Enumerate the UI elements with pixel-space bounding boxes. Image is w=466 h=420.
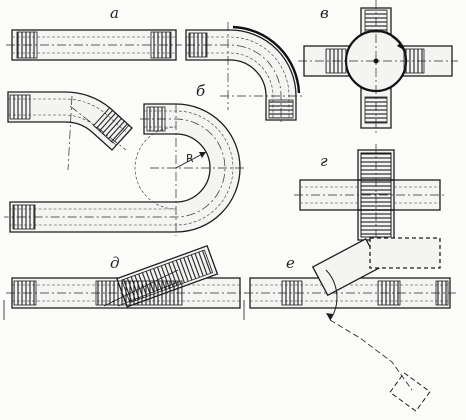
radius-label: R	[186, 152, 194, 165]
corrugated-end	[268, 99, 294, 119]
panel-v-cross-joint	[298, 0, 458, 134]
panel-b-90-degree-bend	[185, 22, 304, 124]
panel-b-u-bend	[4, 103, 246, 236]
angled-bend-body	[7, 91, 133, 151]
panel-label-e: е	[286, 254, 295, 272]
panel-angled-bend	[7, 91, 133, 171]
panel-g-cross-sleeve	[294, 144, 446, 246]
panel-label-a: а	[110, 4, 119, 22]
panel-label-v: в	[320, 4, 329, 22]
panel-a-straight-pipe	[6, 29, 182, 61]
panel-label-d: д	[110, 254, 120, 272]
panel-label-g: г	[320, 152, 328, 170]
corrugated-end-left	[16, 31, 38, 59]
panel-label-b: б	[196, 82, 206, 100]
dashed-alt-position	[369, 237, 441, 269]
panel-d-angled-branch	[6, 244, 246, 309]
dashed-rotated-position	[389, 372, 431, 412]
corrugated-end	[188, 32, 208, 58]
corrugated-end-right	[150, 31, 172, 59]
panel-e-swivel-joint	[244, 237, 456, 412]
